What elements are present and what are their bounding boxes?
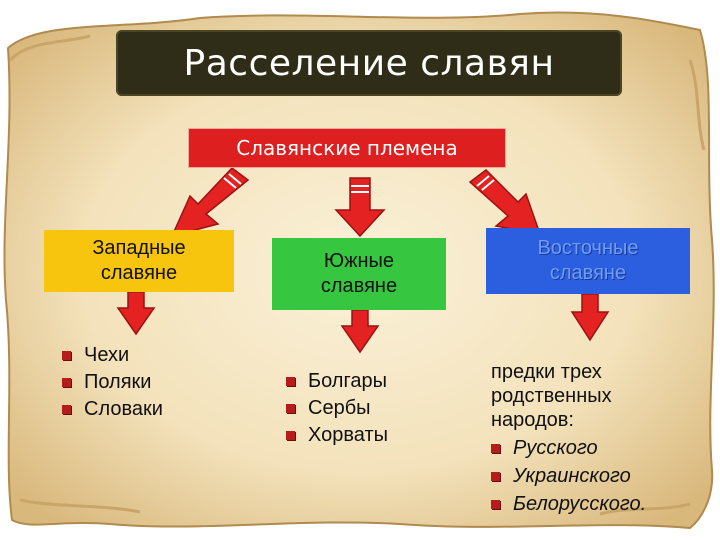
bullet-icon <box>62 351 71 360</box>
west-slavs-line1: Западные <box>92 237 186 259</box>
list-item: Чехи <box>62 342 163 369</box>
list-item: Поляки <box>62 369 163 396</box>
bullet-icon <box>62 378 71 387</box>
list-item: Белорусского. <box>491 490 646 518</box>
east-slavs-description: предки трех родственных народов: Русског… <box>491 360 646 518</box>
bullet-icon <box>491 499 500 509</box>
list-item: Болгары <box>286 368 388 395</box>
list-item: Словаки <box>62 396 163 423</box>
east-slavs-line1: Восточные <box>537 237 639 259</box>
south-slavs-line1: Южные <box>323 250 395 272</box>
list-item: Сербы <box>286 395 388 422</box>
arrow-west-list <box>116 291 156 336</box>
bullet-icon <box>491 443 500 453</box>
west-slavs-list: Чехи Поляки Словаки <box>62 342 163 423</box>
bullet-icon <box>286 431 295 440</box>
list-item: Украинского <box>491 462 646 490</box>
east-slavs-intro: предки трех родственных народов: <box>491 361 612 431</box>
south-slavs-list: Болгары Сербы Хорваты <box>286 368 388 449</box>
bullet-icon <box>62 405 71 414</box>
east-slavs-list: Русского Украинского Белорусского. <box>491 434 646 518</box>
west-slavs-line2: славяне <box>100 262 178 284</box>
slavic-tribes-box: Славянские племена <box>188 128 506 168</box>
east-slavs-box: Восточные славяне <box>486 228 690 294</box>
bullet-icon <box>286 404 295 413</box>
arrow-to-west <box>170 166 250 238</box>
arrow-to-east <box>468 169 542 235</box>
arrow-east-list <box>570 293 610 342</box>
arrow-south-list <box>340 309 380 354</box>
list-item: Хорваты <box>286 422 388 449</box>
bullet-icon <box>491 471 500 481</box>
east-slavs-line2: славяне <box>549 262 627 284</box>
south-slavs-box: Южные славяне <box>272 238 446 310</box>
west-slavs-box: Западные славяне <box>44 230 234 292</box>
page-title: Расселение славян <box>116 30 622 96</box>
south-slavs-line2: славяне <box>320 275 398 297</box>
list-item: Русского <box>491 434 646 462</box>
bullet-icon <box>286 377 295 386</box>
arrow-to-south <box>334 177 386 238</box>
